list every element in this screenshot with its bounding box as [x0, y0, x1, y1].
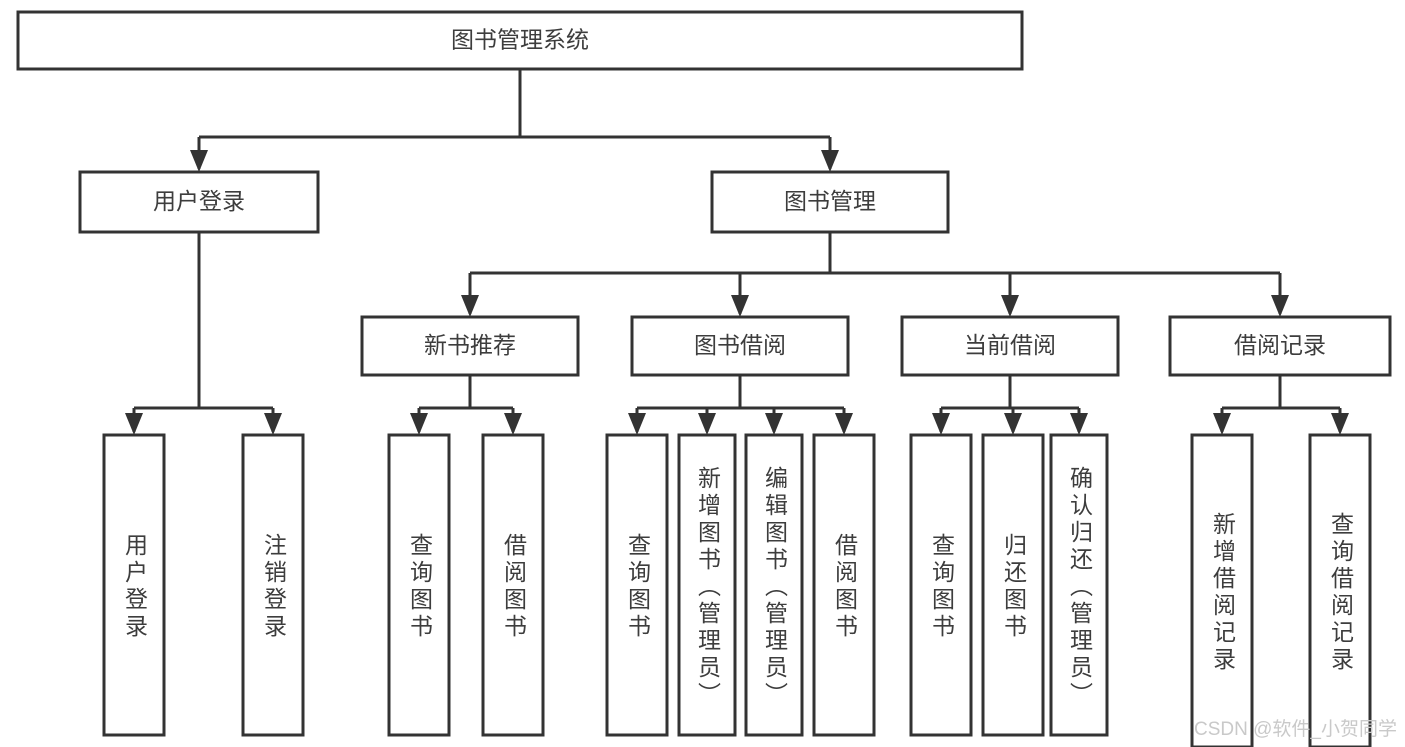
node-label-borrow-record: 借阅记录	[1234, 332, 1326, 358]
arrow-down-icon-l3-2	[1001, 295, 1019, 317]
node-box-book-management[interactable]	[710, 170, 950, 234]
arrow-down-icon-leaf-borrow-book-recommend	[504, 413, 522, 435]
node-label-user-login: 用户登录	[153, 188, 245, 214]
arrow-down-icon-leaf-query-book-current	[932, 413, 950, 435]
node-box-leaf-return-book[interactable]	[981, 433, 1045, 737]
node-box-leaf-borrow-book[interactable]	[812, 433, 876, 737]
node-box-leaf-add-borrow-record[interactable]	[1190, 433, 1254, 747]
arrow-down-icon-leaf-query-book-borrow	[628, 413, 646, 435]
node-box-user-login[interactable]	[78, 170, 320, 234]
node-box-leaf-query-book-current[interactable]	[909, 433, 973, 737]
node-box-leaf-query-book-borrow[interactable]	[605, 433, 669, 737]
arrow-down-icon-leaf-add-borrow-record	[1213, 413, 1231, 435]
node-label-current-borrow: 当前借阅	[964, 332, 1056, 358]
arrow-down-icon-l2-1	[821, 150, 839, 172]
node-box-leaf-add-book[interactable]	[677, 433, 737, 737]
node-label-new-book-recommend: 新书推荐	[424, 332, 516, 358]
arrow-down-icon-leaf-edit-book	[765, 413, 783, 435]
arrow-down-icon-l3-0	[461, 295, 479, 317]
node-label-root: 图书管理系统	[451, 27, 589, 53]
csdn-watermark: CSDN @软件_小贺同学	[1194, 719, 1397, 740]
node-box-current-borrow[interactable]	[900, 315, 1120, 377]
arrow-down-icon-leaf-logout	[264, 413, 282, 435]
arrow-down-icon-leaf-confirm-return	[1070, 413, 1088, 435]
node-label-book-borrow: 图书借阅	[694, 332, 786, 358]
node-box-borrow-record[interactable]	[1168, 315, 1392, 377]
node-box-new-book-recommend[interactable]	[360, 315, 580, 377]
node-box-leaf-borrow-book-recommend[interactable]	[481, 433, 545, 737]
node-box-leaf-logout[interactable]	[241, 433, 305, 737]
arrow-down-icon-l3-3	[1271, 295, 1289, 317]
node-box-leaf-edit-book[interactable]	[744, 433, 804, 737]
arrow-down-icon-leaf-add-book	[698, 413, 716, 435]
arrow-down-icon-l3-1	[731, 295, 749, 317]
node-box-book-borrow[interactable]	[630, 315, 850, 377]
arrow-down-icon-leaf-query-borrow-record	[1331, 413, 1349, 435]
nodes-layer	[16, 10, 1392, 747]
node-box-leaf-confirm-return[interactable]	[1049, 433, 1109, 737]
node-box-leaf-query-borrow-record[interactable]	[1308, 433, 1372, 747]
node-box-leaf-query-book-recommend[interactable]	[387, 433, 451, 737]
arrow-down-icon-leaf-borrow-book	[835, 413, 853, 435]
node-box-leaf-user-login[interactable]	[102, 433, 166, 737]
arrow-down-icon-leaf-query-book-recommend	[410, 413, 428, 435]
arrow-down-icon-leaf-return-book	[1004, 413, 1022, 435]
arrow-down-icon-l2-0	[190, 150, 208, 172]
node-box-root[interactable]	[16, 10, 1024, 71]
node-label-book-management: 图书管理	[784, 188, 876, 214]
arrow-down-icon-leaf-user-login	[125, 413, 143, 435]
connectors-layer	[125, 69, 1349, 435]
